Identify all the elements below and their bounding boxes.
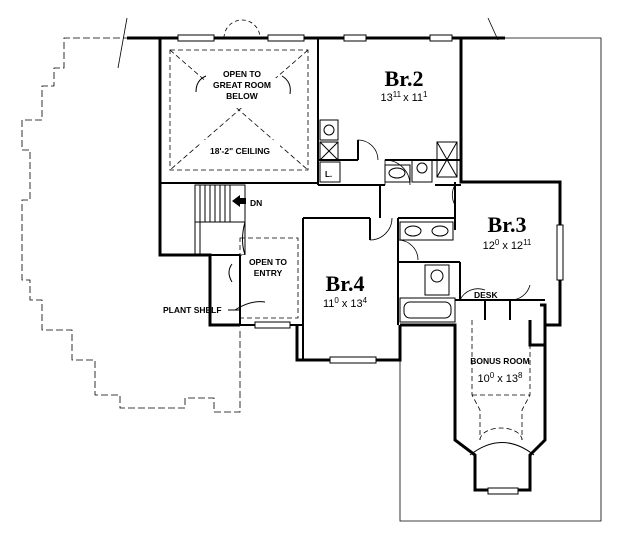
open-great-room-line3: BELOW — [226, 91, 259, 101]
open-to-entry-line1: OPEN TO — [249, 257, 287, 267]
lower-floor-outline-right — [117, 17, 602, 522]
bonus-room-lines — [471, 320, 531, 441]
stair — [194, 184, 246, 256]
ceiling-height-label: 18'-2" CEILING — [210, 146, 270, 156]
open-great-room-line2: GREAT ROOM — [213, 80, 271, 90]
open-great-room-line1: OPEN TO — [223, 69, 261, 79]
open-to-entry — [239, 237, 299, 319]
bonus-room-bay — [469, 442, 535, 456]
exterior-walls — [127, 36, 562, 492]
label-mask — [200, 140, 280, 156]
lower-floor-outline — [21, 37, 241, 413]
bonus-room-name: BONUS ROOM — [470, 356, 530, 366]
linen-label: L. — [325, 170, 332, 179]
desk-label: DESK — [474, 290, 498, 300]
label-mask — [206, 78, 276, 108]
br2-name: Br.2 — [385, 66, 424, 91]
fixtures — [319, 119, 458, 323]
open-to-entry-line2: ENTRY — [254, 268, 283, 278]
open-to-below — [169, 49, 309, 171]
label-mask — [242, 255, 294, 279]
plant-shelf-label: PLANT SHELF — [163, 305, 222, 315]
br3-name: Br.3 — [488, 212, 527, 237]
down-arrow-icon — [232, 195, 246, 207]
arched-window — [223, 19, 261, 39]
arrows — [195, 75, 291, 311]
stair-down-label: DN — [250, 198, 262, 208]
br4-name: Br.4 — [326, 271, 365, 296]
windows — [177, 34, 564, 495]
